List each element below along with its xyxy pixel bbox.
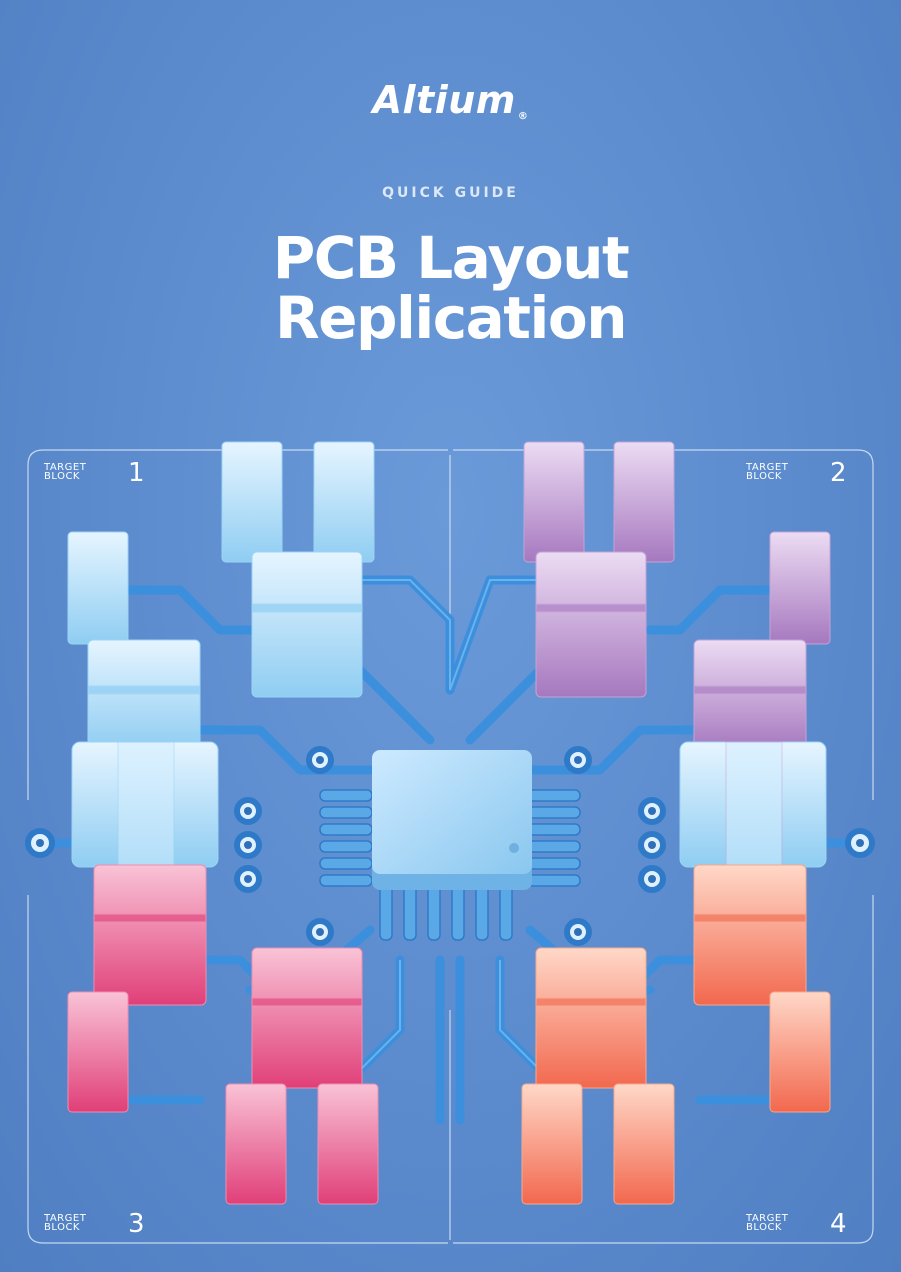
block-1-outline — [27, 449, 448, 800]
block-2-line2: BLOCK — [746, 471, 782, 482]
brand-name: Altium — [372, 78, 516, 122]
block-3-line2: BLOCK — [44, 1222, 80, 1233]
title-line-2: Replication — [274, 284, 628, 352]
block-2-line1: TARGET — [746, 462, 789, 473]
central-chip — [372, 750, 532, 890]
block-1-number: 1 — [128, 458, 146, 488]
block-1-components — [67, 441, 375, 868]
target-block-2-label: TARGET BLOCK 2 — [746, 460, 847, 486]
block-4-outline — [453, 895, 874, 1244]
block-3-outline — [27, 895, 448, 1244]
block-2-components — [523, 441, 831, 868]
registered-mark: ® — [517, 111, 529, 122]
block-4-line1: TARGET — [746, 1213, 789, 1224]
block-4-line2: BLOCK — [746, 1222, 782, 1233]
guide-kicker: QUICK GUIDE — [382, 185, 519, 201]
target-block-3-label: TARGET BLOCK 3 — [44, 1211, 145, 1237]
target-block-1-label: TARGET BLOCK 1 — [44, 460, 145, 486]
block-3-number: 3 — [128, 1209, 146, 1239]
target-block-4-label: TARGET BLOCK 4 — [746, 1211, 847, 1237]
altium-logo: Altium® — [0, 78, 901, 122]
block-1-line1: TARGET — [44, 462, 87, 473]
block-3-components — [67, 864, 379, 1205]
page-title: PCB Layout Replication — [0, 228, 901, 348]
block-3-line1: TARGET — [44, 1213, 87, 1224]
block-1-line2: BLOCK — [44, 471, 80, 482]
block-4-components — [521, 864, 831, 1205]
title-line-1: PCB Layout — [272, 224, 630, 292]
block-2-outline — [453, 449, 874, 800]
block-4-number: 4 — [830, 1209, 848, 1239]
block-2-number: 2 — [830, 458, 848, 488]
